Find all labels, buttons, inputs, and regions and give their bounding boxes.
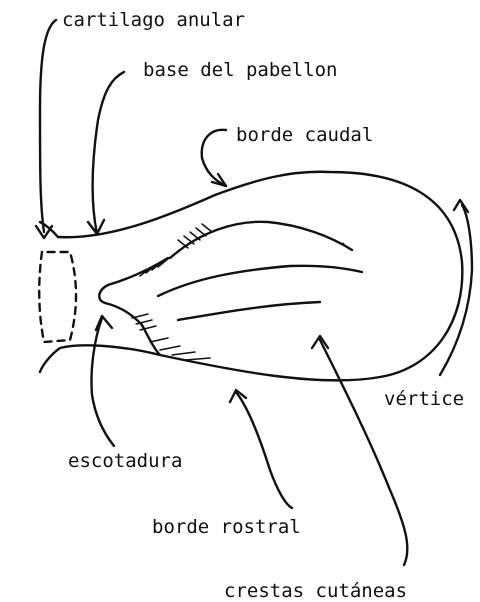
leader-escotadura <box>91 318 114 446</box>
label-vertice: vértice <box>384 390 464 409</box>
label-cartilago-anular: cartilago anular <box>62 11 245 30</box>
leader-base <box>93 72 124 234</box>
leader-vertice <box>440 205 472 375</box>
pinna-outline <box>40 172 462 381</box>
leader-cartilago <box>40 20 56 232</box>
crest-dot <box>342 243 345 246</box>
annular-cartilage <box>39 252 76 342</box>
label-crestas-cutaneas: crestas cutáneas <box>224 582 407 601</box>
skin-crest-2 <box>158 266 362 296</box>
label-borde-rostral: borde rostral <box>152 518 301 537</box>
label-base-del-pabellon: base del pabellon <box>143 61 337 80</box>
label-borde-caudal: borde caudal <box>236 126 373 145</box>
arrow-vertice <box>454 200 468 212</box>
leader-caudal <box>202 130 226 186</box>
skin-crest-1 <box>170 222 352 258</box>
skin-crest-3 <box>178 302 320 320</box>
notch-hatching <box>132 224 212 360</box>
leader-rostral <box>236 392 292 508</box>
label-escotadura: escotadura <box>68 452 182 471</box>
arrow-caudal <box>212 174 226 186</box>
